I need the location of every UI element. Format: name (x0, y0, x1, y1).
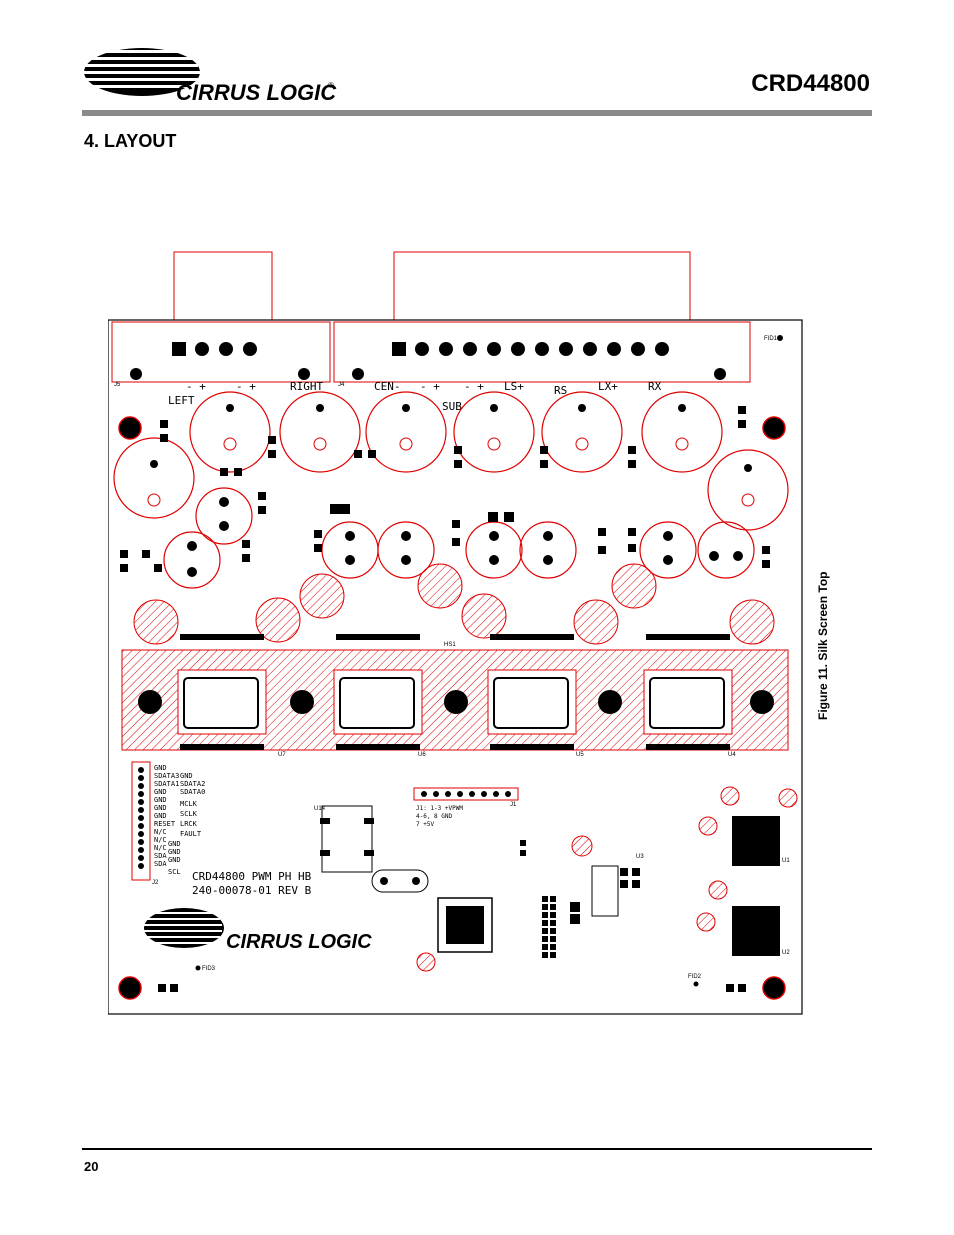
ic-label: U1 (782, 858, 790, 864)
fiducial-label: FID3 (202, 966, 216, 972)
header-pin-label: N/C (154, 836, 167, 844)
board-revision: 240-00078-01 REV B (192, 884, 312, 897)
header-pin-label: GND (154, 764, 167, 772)
label-left: LEFT (168, 394, 195, 407)
header-pin-label: N/C (154, 828, 167, 836)
jumper-note-line: 7 +5V (416, 821, 434, 828)
jumper-note-line: 4-6, 8 GND (416, 813, 453, 820)
board-logo-text: CIRRUS LOGIC (226, 931, 372, 953)
fiducial-label: FID1 (764, 336, 778, 342)
ic-label: U7 (278, 752, 286, 758)
polarity-label: - + (186, 380, 206, 393)
ic-label: J5 (114, 382, 121, 388)
page-number: 20 (84, 1159, 99, 1174)
connector-outline-right (393, 251, 691, 321)
header-function-label: SDATA2 (180, 780, 205, 788)
ic-label: U3 (636, 854, 644, 860)
footer-rule (82, 1148, 872, 1150)
jumper-note-line: J1: 1-3 +VPWM (416, 805, 463, 812)
label-rx: RX (648, 380, 662, 393)
label-ls: LS+ (504, 380, 524, 393)
board-cirrus-logo: CIRRUS LOGIC (138, 908, 372, 953)
logo-brand-text: CIRRUS LOGIC (176, 80, 337, 105)
header-function-label: GND (168, 856, 181, 864)
label-lx: LX+ (598, 380, 618, 393)
header-pin-label: SDA (154, 852, 167, 860)
fiducial-label: FID2 (688, 974, 702, 980)
header-function-label: GND (168, 848, 181, 856)
polarity-label: - + (236, 380, 256, 393)
ic-label: U14 (314, 806, 326, 812)
header-pin-label: GND (154, 812, 167, 820)
ic-label: J4 (338, 382, 345, 388)
header-pin-label: SDATA1 (154, 780, 179, 788)
document-id: CRD44800 (751, 70, 870, 97)
pcb-silk-screen-figure: LEFT RIGHT CEN- SUB LS+ RS LX+ RX - + - … (108, 251, 803, 1015)
header-pin-label: GND (154, 796, 167, 804)
header-pin-label: SDA (154, 860, 167, 868)
figure-caption: Figure 11. Silk Screen Top (816, 571, 830, 721)
ic-label: J1 (510, 802, 517, 808)
header-function-label: GND (168, 840, 181, 848)
header-function-label: GND (180, 772, 193, 780)
header-function-label: LRCK (180, 820, 198, 828)
header-rule (82, 110, 872, 116)
ic-label: U4 (728, 752, 736, 758)
board-outline (108, 319, 803, 1015)
ic-label: J2 (152, 880, 159, 886)
ic-label: HS1 (444, 642, 456, 648)
header-function-label: SCL (168, 868, 181, 876)
board-title: CRD44800 PWM PH HB (192, 870, 312, 883)
header-pin-label: GND (154, 788, 167, 796)
header-pin-label: GND (154, 804, 167, 812)
header-function-label: SCLK (180, 810, 198, 818)
connector-outline-left (173, 251, 273, 321)
label-right: RIGHT (290, 380, 323, 393)
header-function-label: MCLK (180, 800, 198, 808)
header-function-label: FAULT (180, 830, 202, 838)
ic-label: U2 (782, 950, 790, 956)
header-pin-label: RESET (154, 820, 176, 828)
label-cen: CEN- (374, 380, 401, 393)
header-function-label: SDATA0 (180, 788, 205, 796)
section-title: 4. LAYOUT (84, 131, 177, 151)
logo-registered-mark: ® (328, 81, 334, 90)
ic-label: U5 (576, 752, 584, 758)
header-pin-label: N/C (154, 844, 167, 852)
label-rs: RS (554, 384, 567, 397)
polarity-label: - + (420, 380, 440, 393)
header-pin-label: SDATA3 (154, 772, 179, 780)
label-sub: SUB (442, 400, 462, 413)
polarity-label: - + (464, 380, 484, 393)
cirrus-logic-logo: CIRRUS LOGIC ® (84, 48, 337, 105)
ic-label: U6 (418, 752, 426, 758)
